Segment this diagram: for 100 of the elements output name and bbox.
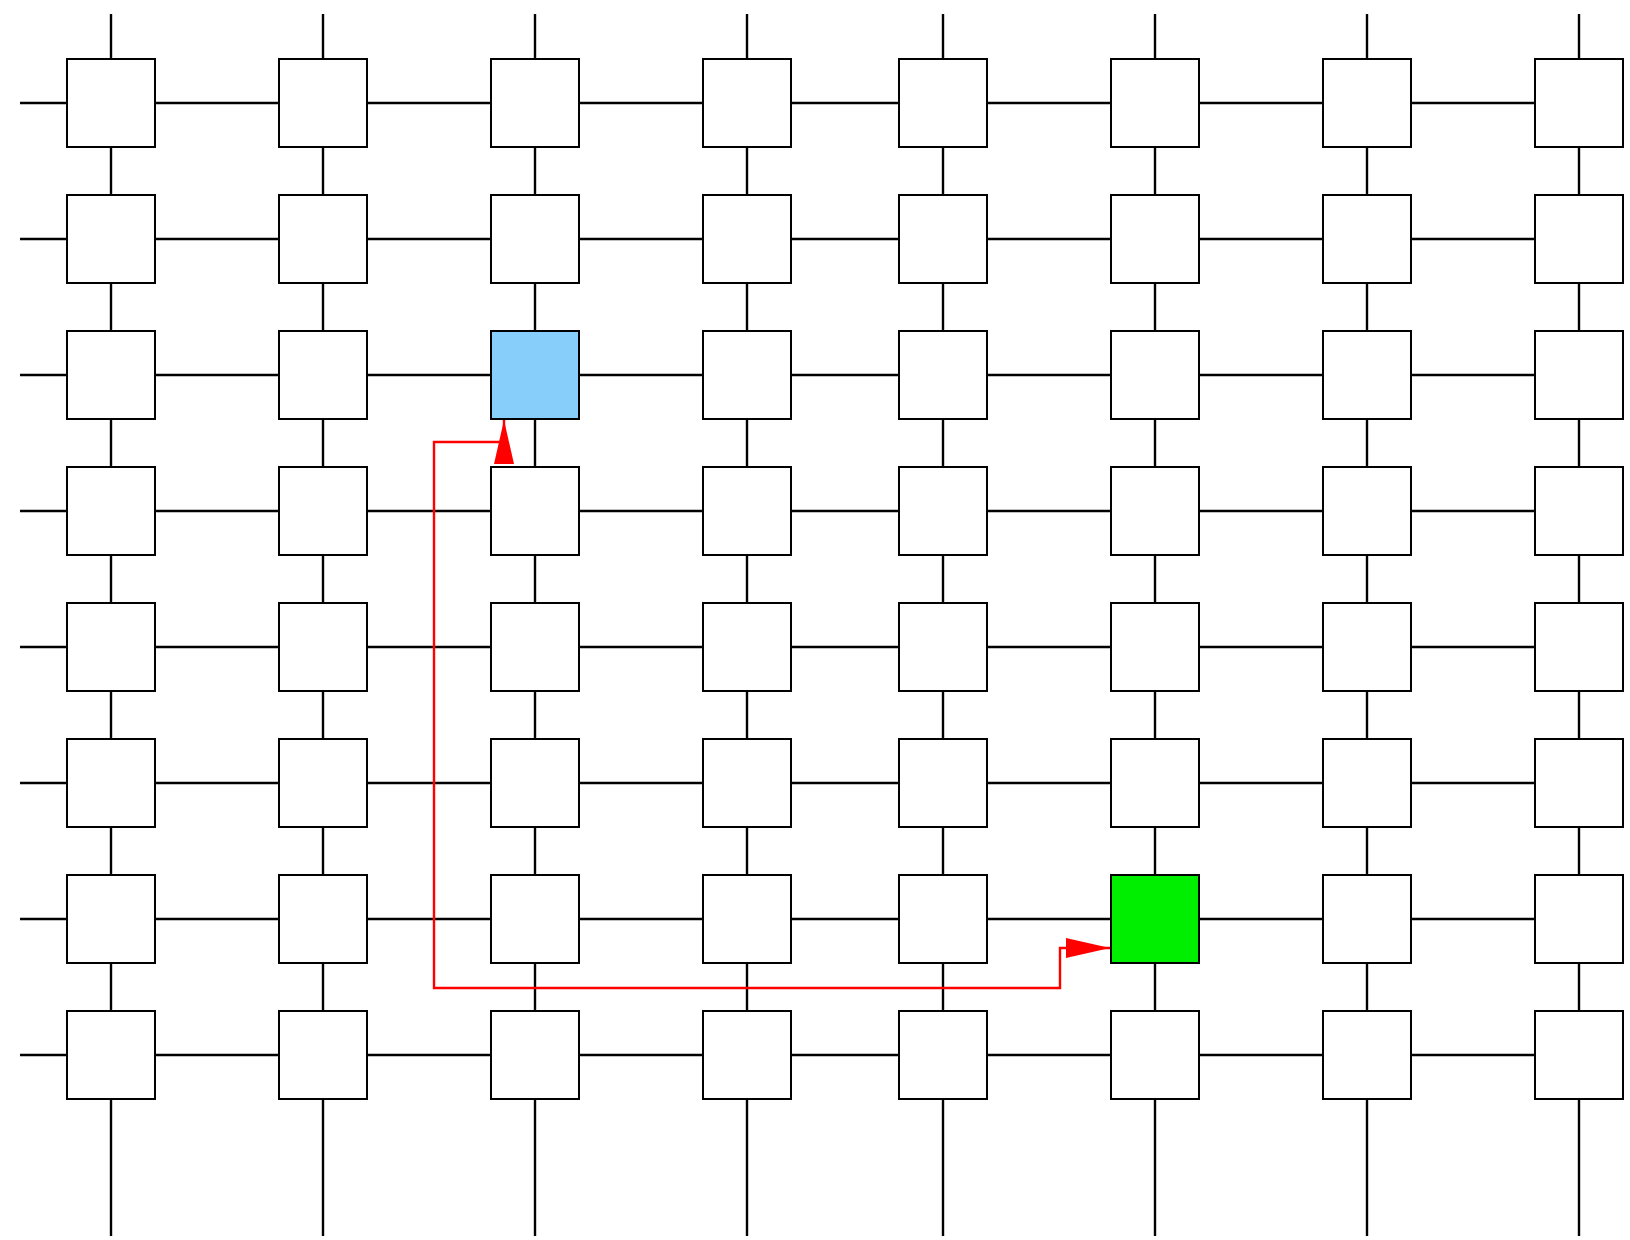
square-node <box>702 602 792 692</box>
link-line <box>533 420 537 466</box>
link-line <box>1412 237 1534 241</box>
link-line <box>321 556 325 602</box>
link-line <box>1153 148 1157 194</box>
link-line <box>792 509 898 513</box>
square-node <box>490 466 580 556</box>
link-line <box>368 509 490 513</box>
square-node <box>66 330 156 420</box>
square-node <box>66 738 156 828</box>
link-line <box>1365 1100 1369 1236</box>
link-line <box>533 284 537 330</box>
link-line <box>745 420 749 466</box>
link-line <box>1200 237 1322 241</box>
link-line <box>109 964 113 1010</box>
link-line <box>1153 420 1157 466</box>
square-node <box>898 58 988 148</box>
square-node <box>1110 738 1200 828</box>
link-line <box>792 101 898 105</box>
square-node <box>278 58 368 148</box>
link-line <box>941 692 945 738</box>
link-line <box>1200 1053 1322 1057</box>
link-line <box>533 964 537 1010</box>
link-line <box>321 692 325 738</box>
link-line <box>1153 14 1157 58</box>
link-line <box>1577 14 1581 58</box>
link-line <box>20 237 66 241</box>
square-node <box>898 194 988 284</box>
square-node <box>1110 58 1200 148</box>
link-line <box>1577 284 1581 330</box>
link-line <box>368 917 490 921</box>
square-node <box>490 874 580 964</box>
link-line <box>1365 964 1369 1010</box>
link-line <box>368 237 490 241</box>
link-line <box>1577 692 1581 738</box>
link-line <box>745 14 749 58</box>
link-line <box>580 1053 702 1057</box>
square-node <box>702 738 792 828</box>
link-line <box>941 556 945 602</box>
link-line <box>20 1053 66 1057</box>
link-line <box>745 148 749 194</box>
square-node <box>278 602 368 692</box>
link-line <box>988 101 1110 105</box>
link-line <box>533 692 537 738</box>
square-node <box>278 466 368 556</box>
link-line <box>533 148 537 194</box>
link-line <box>580 917 702 921</box>
link-line <box>1200 917 1322 921</box>
square-node <box>898 738 988 828</box>
square-node <box>66 1010 156 1100</box>
square-node <box>1322 194 1412 284</box>
link-line <box>321 284 325 330</box>
link-line <box>988 645 1110 649</box>
link-line <box>156 101 278 105</box>
square-node <box>1110 194 1200 284</box>
square-node <box>490 602 580 692</box>
square-node <box>1110 602 1200 692</box>
link-line <box>1153 1100 1157 1236</box>
link-line <box>156 917 278 921</box>
link-line <box>988 509 1110 513</box>
square-node <box>702 1010 792 1100</box>
link-line <box>109 556 113 602</box>
link-line <box>109 284 113 330</box>
link-line <box>321 964 325 1010</box>
square-node <box>1534 738 1624 828</box>
link-line <box>368 101 490 105</box>
square-node <box>278 194 368 284</box>
square-node <box>490 194 580 284</box>
square-node <box>898 466 988 556</box>
link-line <box>792 917 898 921</box>
square-node <box>898 602 988 692</box>
link-line <box>580 781 702 785</box>
square-node <box>66 194 156 284</box>
link-line <box>988 1053 1110 1057</box>
square-node <box>66 466 156 556</box>
link-line <box>1577 964 1581 1010</box>
link-line <box>109 420 113 466</box>
square-node <box>898 330 988 420</box>
link-line <box>156 509 278 513</box>
link-line <box>1412 917 1534 921</box>
link-line <box>580 645 702 649</box>
link-line <box>1365 692 1369 738</box>
link-line <box>368 781 490 785</box>
link-line <box>792 781 898 785</box>
link-line <box>533 556 537 602</box>
link-line <box>533 14 537 58</box>
link-line <box>580 101 702 105</box>
square-node <box>490 738 580 828</box>
link-line <box>745 828 749 874</box>
link-line <box>580 509 702 513</box>
link-line <box>20 781 66 785</box>
link-line <box>20 917 66 921</box>
link-line <box>368 645 490 649</box>
link-line <box>1412 781 1534 785</box>
link-line <box>109 14 113 58</box>
link-line <box>20 373 66 377</box>
square-node <box>1534 1010 1624 1100</box>
link-line <box>1365 284 1369 330</box>
link-line <box>988 781 1110 785</box>
link-line <box>1153 964 1157 1010</box>
